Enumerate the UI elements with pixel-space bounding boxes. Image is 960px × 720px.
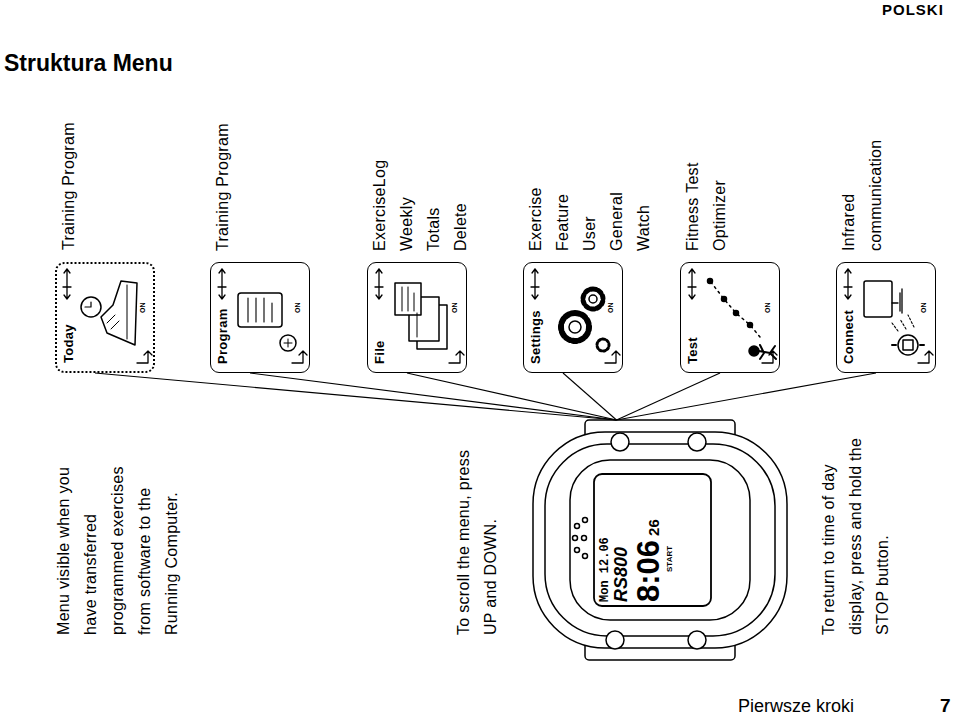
screen-mark: ON — [920, 303, 927, 314]
screen-title: Connect — [841, 310, 856, 364]
submenu-list: Infrared communication — [835, 140, 889, 252]
page-label: Pierwsze kroki — [738, 696, 854, 717]
test-icon — [688, 269, 777, 363]
screen-mark: ON — [451, 303, 458, 314]
menu-screen: ProgramTraining Program — [210, 262, 310, 373]
connect-icon — [844, 269, 933, 363]
leader-line — [250, 373, 617, 420]
menu-screen: TodayTraining Program — [55, 262, 155, 373]
page-title: Struktura Menu — [4, 50, 173, 77]
screen-mark: ON — [294, 303, 301, 314]
screen-title: Test — [685, 337, 700, 364]
note-text: To scroll the menu, press UP and DOWN. — [450, 437, 504, 635]
menu-screen: ConnectInfrared communication — [836, 262, 936, 373]
note-text: To return to time of day display, press … — [815, 437, 896, 635]
time-row: 8:06 26 — [632, 519, 666, 602]
leader-line — [95, 373, 617, 420]
submenu-list: Fitness Test Optimizer — [679, 151, 733, 251]
screen-title: Program — [215, 308, 230, 364]
display-text: START — [666, 546, 675, 572]
screen-mark: ON — [764, 303, 771, 314]
page-label: 7 — [940, 695, 951, 717]
display-text: Mon 12.06 — [599, 537, 612, 602]
menu-screen: TestFitness Test Optimizer — [680, 262, 780, 373]
screen-title: Today — [61, 324, 76, 363]
program-icon — [218, 269, 307, 363]
settings-icon — [531, 269, 620, 363]
submenu-list: ExerciseLog Weekly Totals Delete — [366, 160, 474, 251]
submenu-list: Training Program — [55, 122, 82, 250]
submenu-list: Training Program — [209, 123, 236, 251]
rotated-stage: TodayTraining ProgramProgramTraining Pro… — [0, 90, 960, 690]
screen-title: File — [372, 340, 387, 364]
leader-line — [407, 373, 617, 420]
menu-screen: FileExerciseLog Weekly Totals Delete — [367, 262, 467, 373]
screen-title: Settings — [528, 310, 543, 364]
watch-body: Mon 12.06RS8008:06 26START — [515, 420, 805, 660]
leader-line — [563, 373, 617, 420]
display-text: 26 — [646, 519, 663, 536]
display-text: RS800 — [612, 547, 632, 602]
leader-line — [617, 373, 721, 420]
display-text: 8:06 — [632, 540, 666, 602]
leader-line — [617, 373, 877, 420]
menu-screen: SettingsExercise Feature User General Wa… — [523, 262, 623, 373]
note-text: Menu visible when you have transferred p… — [50, 447, 185, 635]
page-label: POLSKI — [882, 1, 944, 18]
file-icon — [375, 269, 464, 363]
submenu-list: Exercise Feature User General Watch — [522, 187, 657, 251]
today-icon — [63, 269, 152, 363]
watch-drawing — [533, 420, 787, 660]
screen-mark: ON — [139, 303, 146, 314]
watch-display: Mon 12.06RS8008:06 26START — [599, 478, 707, 602]
screen-mark: ON — [607, 303, 614, 314]
